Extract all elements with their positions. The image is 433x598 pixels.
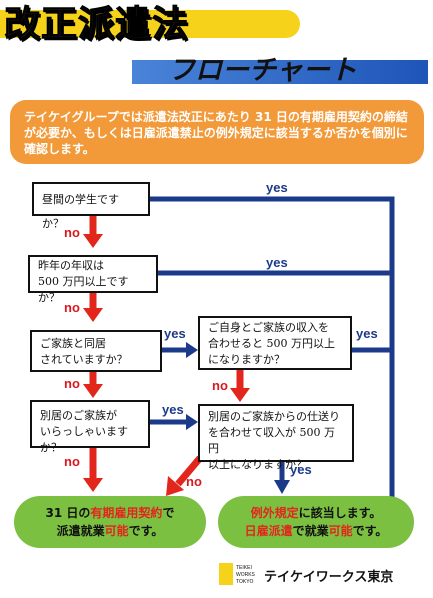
yes-arrowhead-q6: [274, 480, 290, 494]
question-student: 昼間の学生ですか？: [32, 182, 150, 230]
svg-text:TOKYO: TOKYO: [236, 579, 254, 585]
intro-box: テイケイグループでは派遣法改正にあたり 31 日の有期雇用契約の締結が必要か、も…: [10, 100, 424, 164]
yes-label-q1: yes: [266, 180, 288, 195]
svg-text:WORKS: WORKS: [236, 572, 256, 578]
question-family-elsewhere: 別居のご家族が いらっしゃいますか？: [30, 400, 150, 454]
page-subtitle: フローチャート: [168, 55, 357, 86]
yes-label-q6: yes: [290, 462, 312, 477]
question-combined-income: ご自身とご家族の収入を 合わせると 500 万円以上 になりますか？: [198, 316, 352, 370]
no-label-q6: no: [186, 474, 202, 489]
no-arrowhead-q6: [166, 476, 184, 496]
yes-label-q5: yes: [356, 326, 378, 341]
no-arrow-q6: [175, 455, 203, 487]
no-arrowhead-q3: [83, 384, 103, 398]
company-logo-icon: TEIKEI WORKS TOKYO: [219, 563, 256, 585]
title-band: [0, 10, 300, 38]
no-arrowhead-q5: [230, 388, 250, 402]
question-allowance-income: 別居のご家族からの仕送り を合わせて収入が 500 万円 以上になりますか？: [198, 404, 354, 471]
yes-label-q3: yes: [164, 326, 186, 341]
subtitle-band: [132, 60, 428, 84]
result-exception: 例外規定に該当します。 日雇派遣で就業可能です。: [218, 496, 414, 548]
no-label-q3: no: [64, 376, 80, 391]
result-temporary-contract: 31 日の有期雇用契約で 派遣就業可能です。: [14, 496, 206, 548]
page-title: 改正派遣法: [4, 4, 190, 46]
company-name: テイケイワークス東京: [264, 570, 394, 585]
yes-arrow-q1: [150, 196, 395, 510]
no-label-q4: no: [64, 454, 80, 469]
yes-arrowhead-q4: [186, 414, 198, 430]
question-living-with-family: ご家族と同居 されていますか？: [30, 330, 162, 372]
no-label-q2: no: [64, 300, 80, 315]
yes-arrowhead-q3: [186, 342, 198, 358]
no-arrowhead-q2: [83, 308, 103, 322]
yes-label-q2: yes: [266, 255, 288, 270]
no-arrowhead-q4: [83, 478, 103, 492]
no-label-q5: no: [212, 378, 228, 393]
no-label-q1: no: [64, 225, 80, 240]
svg-text:TEIKEI: TEIKEI: [236, 565, 252, 571]
question-income: 昨年の年収は 500 万円以上ですか？: [28, 255, 158, 304]
yes-label-q4: yes: [162, 402, 184, 417]
no-arrowhead-q1: [83, 234, 103, 248]
